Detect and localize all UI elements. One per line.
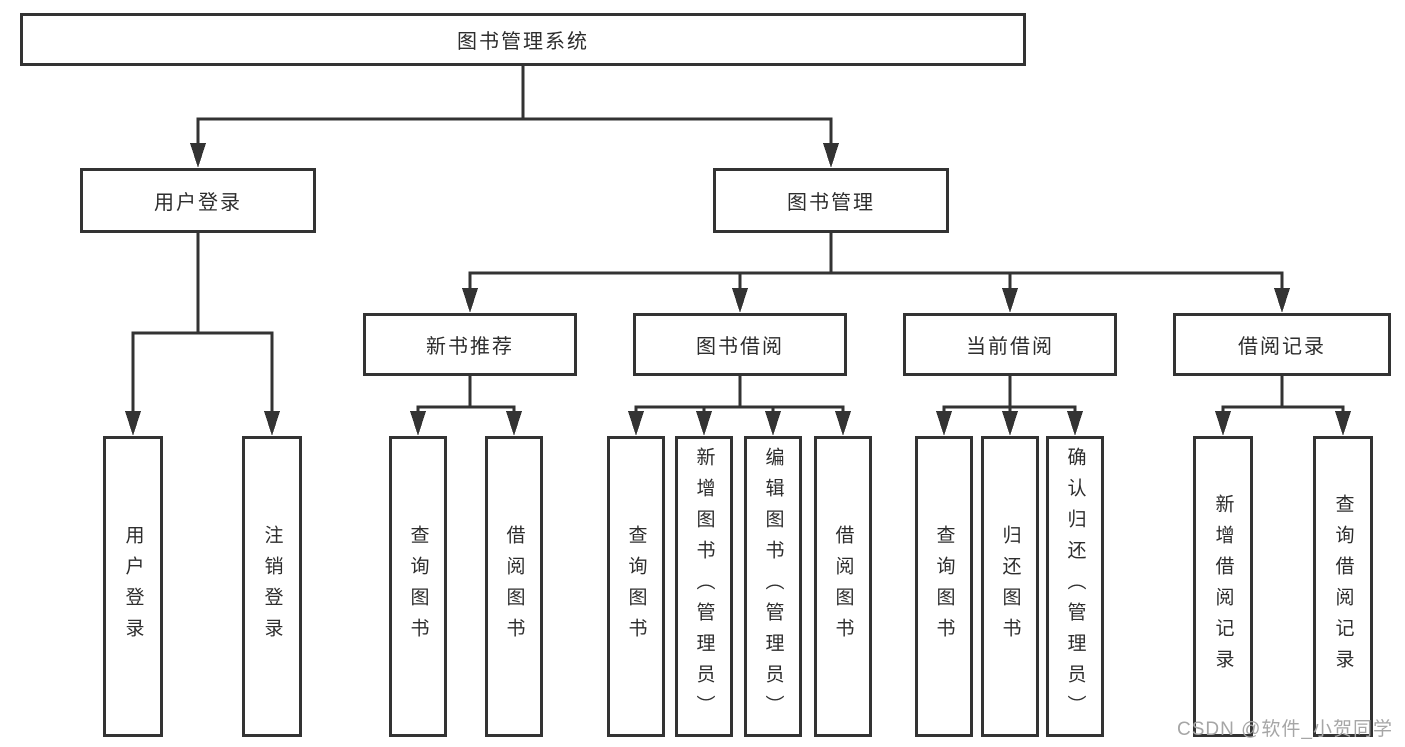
leaf-add-book-admin: 新增图书（管理员） [675, 436, 733, 737]
leaf-edit-book-admin-label: 编辑图书（管理员） [762, 447, 784, 726]
leaf-borrow-books-label: 借阅图书 [832, 524, 854, 649]
leaf-query-books-borrow: 查询图书 [607, 436, 665, 737]
node-user-login: 用户登录 [80, 168, 316, 233]
leaf-add-borrow-record-label: 新增借阅记录 [1212, 493, 1234, 680]
leaf-query-books-recommend: 查询图书 [389, 436, 447, 737]
leaf-query-books-recommend-label: 查询图书 [407, 524, 429, 649]
leaf-query-borrow-record-label: 查询借阅记录 [1332, 493, 1354, 680]
node-library-management-system: 图书管理系统 [20, 13, 1026, 66]
node-book-borrowing: 图书借阅 [633, 313, 847, 376]
node-new-book-recommendation: 新书推荐 [363, 313, 577, 376]
leaf-return-book-label: 归还图书 [999, 524, 1021, 649]
csdn-watermark: CSDN @软件_小贺同学 [1177, 719, 1393, 740]
leaf-borrow-books-recommend-label: 借阅图书 [503, 524, 525, 649]
leaf-logout-label: 注销登录 [261, 524, 283, 649]
leaf-query-borrow-record: 查询借阅记录 [1313, 436, 1373, 737]
leaf-query-books-borrow-label: 查询图书 [625, 524, 647, 649]
leaf-query-books-current-label: 查询图书 [933, 524, 955, 649]
leaf-edit-book-admin: 编辑图书（管理员） [744, 436, 802, 737]
arrowheads [125, 143, 1351, 436]
leaf-borrow-books-recommend: 借阅图书 [485, 436, 543, 737]
leaf-user-login-label: 用户登录 [122, 524, 144, 649]
leaf-add-borrow-record: 新增借阅记录 [1193, 436, 1253, 737]
leaf-query-books-current: 查询图书 [915, 436, 973, 737]
leaf-user-login: 用户登录 [103, 436, 163, 737]
node-book-management: 图书管理 [713, 168, 949, 233]
leaf-confirm-return-admin: 确认归还（管理员） [1046, 436, 1104, 737]
node-borrowing-records: 借阅记录 [1173, 313, 1391, 376]
node-current-borrowing: 当前借阅 [903, 313, 1117, 376]
leaf-add-book-admin-label: 新增图书（管理员） [693, 447, 715, 726]
leaf-logout: 注销登录 [242, 436, 302, 737]
leaf-return-book: 归还图书 [981, 436, 1039, 737]
leaf-borrow-books: 借阅图书 [814, 436, 872, 737]
leaf-confirm-return-admin-label: 确认归还（管理员） [1064, 447, 1086, 726]
